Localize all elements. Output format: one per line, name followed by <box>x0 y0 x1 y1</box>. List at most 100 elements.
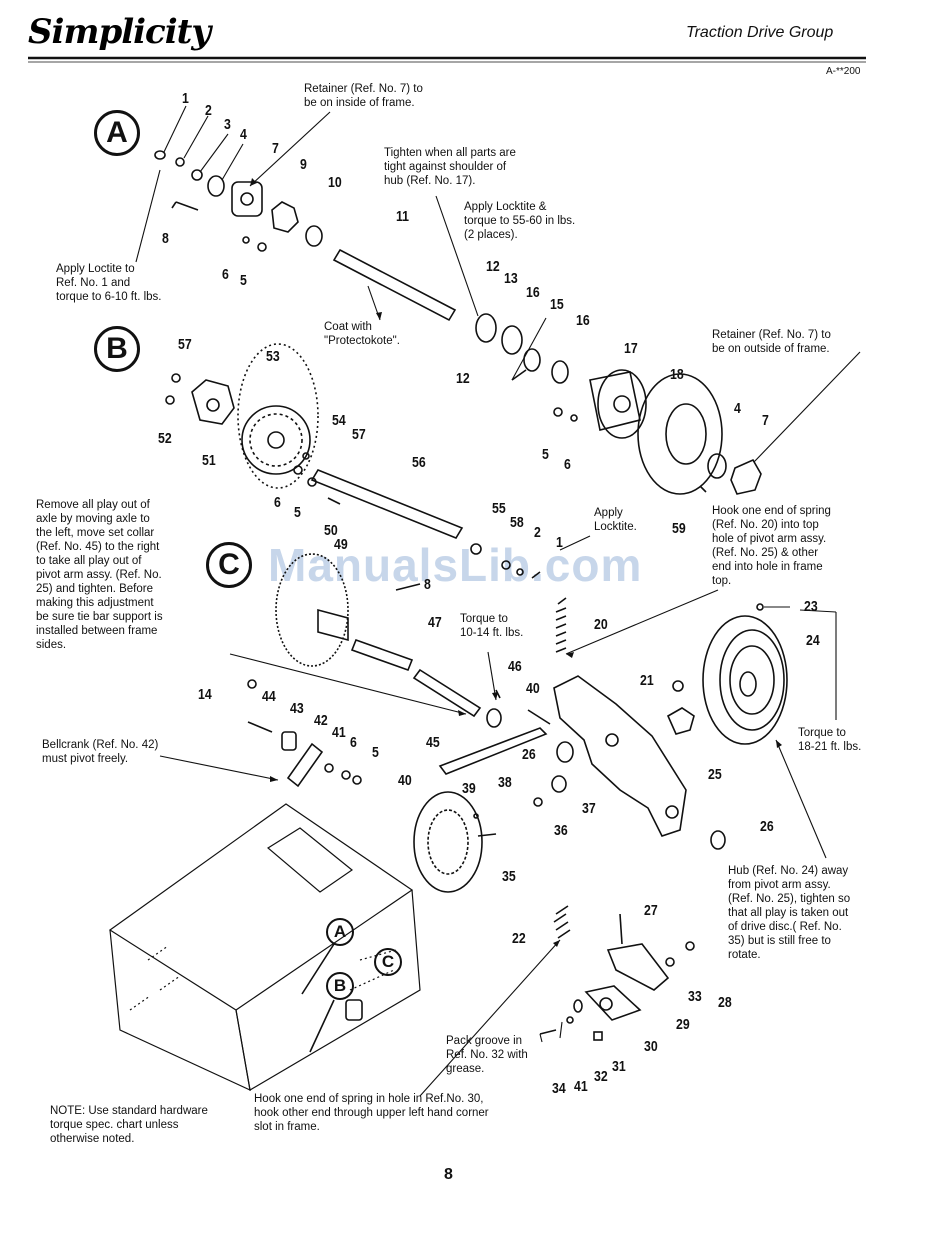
part-number: 12 <box>486 258 500 275</box>
part-number: 8 <box>424 576 431 593</box>
part-number: 2 <box>534 524 541 541</box>
part-number: 43 <box>290 700 304 717</box>
note-retainer-outside: Retainer (Ref. No. 7) to be on outside o… <box>712 329 831 355</box>
note-apply-locktite: Apply Locktite. <box>594 507 637 533</box>
bracket-29 <box>606 943 670 991</box>
part-number: 18 <box>670 366 684 383</box>
part-number: 46 <box>508 658 522 675</box>
axle-11 <box>332 248 457 322</box>
section-marker-b: B <box>94 326 140 372</box>
part-number: 57 <box>352 426 366 443</box>
tie-bar-47 <box>350 638 414 672</box>
part-number: 23 <box>804 598 818 615</box>
section-marker-c: C <box>206 542 252 588</box>
part-number: 30 <box>644 1038 658 1055</box>
part-number: 36 <box>554 822 568 839</box>
part-number: 49 <box>334 536 348 553</box>
part-number: 6 <box>564 456 571 473</box>
part-number: 27 <box>644 902 658 919</box>
part-number: 38 <box>498 774 512 791</box>
part-number: 42 <box>314 712 328 729</box>
part-number: 57 <box>178 336 192 353</box>
section-marker-a: A <box>94 110 140 156</box>
part-number: 41 <box>574 1078 588 1095</box>
part-number: 26 <box>522 746 536 763</box>
part-number: 41 <box>332 724 346 741</box>
note-torque-18-21: Torque to 18-21 ft. lbs. <box>798 727 862 753</box>
part-number: 32 <box>594 1068 608 1085</box>
part-number: 3 <box>224 116 231 133</box>
part-number: 5 <box>240 272 247 289</box>
drive-disc-35 <box>413 791 483 893</box>
pivot-arm-25 <box>553 675 687 837</box>
rod-38 <box>438 727 548 775</box>
note-hook-spring-30: Hook one end of spring in hole in Ref.No… <box>254 1093 489 1133</box>
note-tighten-hub: Tighten when all parts are tight against… <box>384 147 516 187</box>
note-coat: Coat with "Protectokote". <box>324 321 400 347</box>
part-number: 13 <box>504 270 518 287</box>
part-number: 51 <box>202 452 216 469</box>
part-number: 1 <box>556 534 563 551</box>
part-number: 8 <box>162 230 169 247</box>
part-number: 5 <box>372 744 379 761</box>
part-number: 39 <box>462 780 476 797</box>
part-number: 40 <box>526 680 540 697</box>
note-hub-away: Hub (Ref. No. 24) away from pivot arm as… <box>728 865 851 961</box>
part-number: 31 <box>612 1058 626 1075</box>
pulley-arm-30 <box>584 985 642 1021</box>
part-number: 5 <box>542 446 549 463</box>
part-number: 6 <box>222 266 229 283</box>
part-number: 37 <box>582 800 596 817</box>
pulley-24 <box>702 615 788 745</box>
frame-marker-a: A <box>326 918 354 946</box>
part-number: 20 <box>594 616 608 633</box>
document-id: A-**200 <box>826 66 861 77</box>
section-title: Traction Drive Group <box>686 24 834 41</box>
part-number: 54 <box>332 412 346 429</box>
part-number: 11 <box>396 208 410 225</box>
part-number: 5 <box>294 504 301 521</box>
note-loctite-ref1: Apply Loctite to Ref. No. 1 and torque t… <box>56 263 162 303</box>
part-number: 24 <box>806 632 820 649</box>
note-retainer-inside: Retainer (Ref. No. 7) to be on inside of… <box>304 83 423 109</box>
note-hook-spring-20: Hook one end of spring (Ref. No. 20) int… <box>712 505 831 587</box>
note-hardware-spec: NOTE: Use standard hardware torque spec.… <box>50 1105 208 1145</box>
part-number: 52 <box>158 430 172 447</box>
part-number: 28 <box>718 994 732 1011</box>
spring-22 <box>553 905 571 939</box>
hub-assembly-parts <box>475 313 762 495</box>
note-pack-groove: Pack groove in Ref. No. 32 with grease. <box>446 1035 528 1075</box>
part-number: 12 <box>456 370 470 387</box>
part-number: 29 <box>676 1016 690 1033</box>
callout-line-a <box>301 943 335 995</box>
part-number: 21 <box>640 672 654 689</box>
part-number: 35 <box>502 868 516 885</box>
spring-20 <box>555 597 567 653</box>
part-number: 15 <box>550 296 564 313</box>
note-remove-play: Remove all play out of axle by moving ax… <box>36 499 163 651</box>
part-number: 34 <box>552 1080 566 1097</box>
frame <box>108 803 421 1092</box>
part-number: 6 <box>350 734 357 751</box>
note-loctite-torque: Apply Locktite & torque to 55-60 in lbs.… <box>464 201 576 241</box>
part-number: 44 <box>262 688 276 705</box>
brand-logo: Simplicity <box>28 12 211 52</box>
part-number: 4 <box>240 126 247 143</box>
note-torque-10-14: Torque to 10-14 ft. lbs. <box>460 613 524 639</box>
part-number: 55 <box>492 500 506 517</box>
part-number: 17 <box>624 340 638 357</box>
watermark: ManualsLib.com <box>268 539 643 591</box>
callout-line-b <box>309 999 335 1053</box>
bellcrank-42 <box>286 742 324 788</box>
part-number: 1 <box>182 90 189 107</box>
part-number: 9 <box>300 156 307 173</box>
frame-marker-c: C <box>374 948 402 976</box>
part-number: 7 <box>272 140 279 157</box>
part-number: 33 <box>688 988 702 1005</box>
axle-56 <box>310 469 464 539</box>
part-number: 16 <box>576 312 590 329</box>
part-number: 40 <box>398 772 412 789</box>
note-bellcrank: Bellcrank (Ref. No. 42) must pivot freel… <box>42 739 159 765</box>
part-number: 14 <box>198 686 212 703</box>
